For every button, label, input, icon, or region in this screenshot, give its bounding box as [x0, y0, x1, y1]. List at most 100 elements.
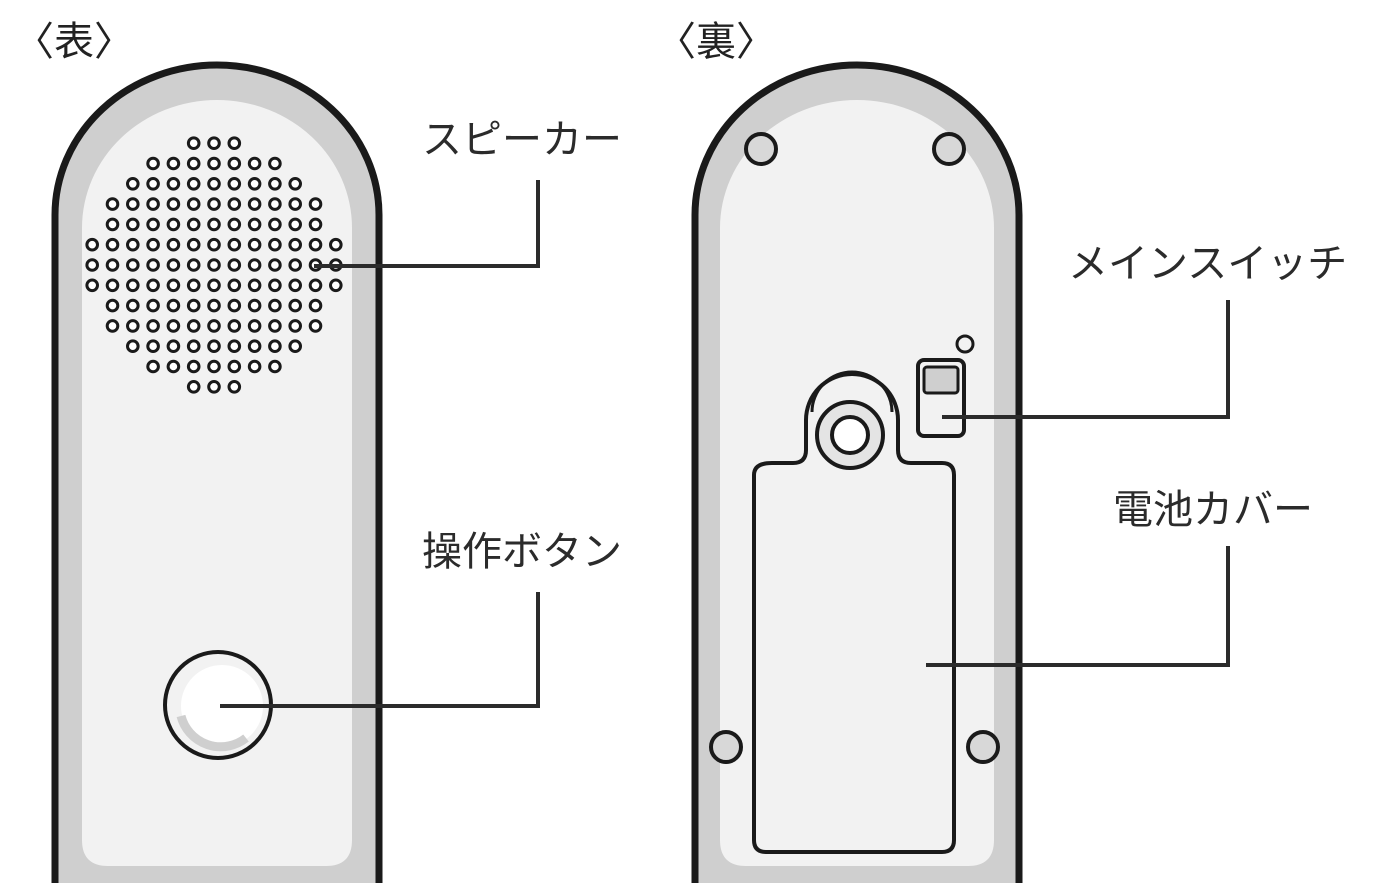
speaker-hole	[146, 359, 160, 374]
speaker-hole	[288, 298, 303, 313]
speaker-hole	[166, 319, 181, 333]
speaker-hole	[329, 237, 343, 252]
mounting-holes	[709, 132, 1000, 764]
speaker-hole	[207, 156, 221, 171]
speaker-hole	[268, 359, 282, 374]
speaker-hole	[146, 217, 160, 232]
speaker-hole	[288, 258, 303, 272]
speaker-hole	[146, 319, 160, 333]
speaker-hole	[186, 298, 201, 313]
speaker-hole	[126, 177, 140, 191]
speaker-hole	[85, 258, 99, 272]
speaker-hole	[166, 258, 181, 272]
speaker-hole	[85, 278, 99, 293]
speaker-hole	[308, 217, 323, 232]
speaker-hole	[105, 197, 120, 211]
speaker-hole	[146, 177, 160, 191]
speaker-hole	[166, 339, 181, 354]
speaker-hole	[186, 339, 201, 354]
main-switch-leader	[942, 300, 1230, 419]
speaker-hole	[186, 217, 201, 232]
speaker-hole	[227, 177, 242, 191]
speaker-hole	[207, 339, 221, 354]
speaker-hole	[308, 278, 323, 293]
speaker-hole	[268, 197, 282, 211]
speaker-grille	[85, 136, 343, 394]
speaker-hole	[105, 298, 120, 313]
speaker-hole	[207, 217, 221, 232]
back-view-title: 〈裏〉	[656, 19, 776, 65]
speaker-hole	[268, 156, 282, 171]
speaker-hole	[308, 197, 323, 211]
speaker-hole	[186, 237, 201, 252]
speaker-hole	[227, 197, 242, 211]
speaker-hole	[166, 177, 181, 191]
speaker-hole	[186, 136, 201, 150]
speaker-hole	[227, 136, 242, 150]
speaker-hole	[207, 197, 221, 211]
battery-cover	[752, 370, 956, 854]
speaker-hole	[166, 359, 181, 374]
speaker-hole	[166, 237, 181, 252]
speaker-hole	[288, 217, 303, 232]
speaker-hole	[329, 278, 343, 293]
speaker-hole	[166, 197, 181, 211]
battery-cover-leader	[926, 546, 1230, 667]
speaker-hole	[166, 217, 181, 232]
operation-button-label: 操作ボタン	[422, 529, 622, 575]
speaker-hole	[186, 197, 201, 211]
speaker-hole	[288, 319, 303, 333]
speaker-hole	[268, 258, 282, 272]
speaker-hole	[308, 319, 323, 333]
speaker-hole	[207, 177, 221, 191]
speaker-hole	[268, 217, 282, 232]
speaker-hole	[207, 319, 221, 333]
speaker-hole	[207, 258, 221, 272]
speaker-hole	[227, 380, 242, 394]
speaker-hole	[268, 319, 282, 333]
speaker-hole	[146, 278, 160, 293]
speaker-hole	[105, 237, 120, 252]
speaker-hole	[268, 237, 282, 252]
speaker-hole	[186, 278, 201, 293]
speaker-hole	[146, 298, 160, 313]
speaker-hole	[288, 197, 303, 211]
speaker-hole	[308, 298, 323, 313]
speaker-hole	[207, 298, 221, 313]
speaker-hole	[105, 258, 120, 272]
speaker-hole	[247, 156, 262, 171]
speaker-hole	[166, 156, 181, 171]
speaker-hole	[247, 258, 262, 272]
speaker-hole	[166, 298, 181, 313]
leader-lines	[220, 180, 1230, 708]
speaker-hole	[227, 217, 242, 232]
speaker-hole	[288, 177, 303, 191]
speaker-hole	[146, 156, 160, 171]
speaker-hole	[126, 237, 140, 252]
speaker-hole	[247, 278, 262, 293]
speaker-hole	[186, 319, 201, 333]
speaker-hole	[186, 380, 201, 394]
speaker-hole	[126, 298, 140, 313]
operation-button-leader	[220, 592, 540, 708]
speaker-hole	[247, 319, 262, 333]
speaker-hole	[126, 319, 140, 333]
speaker-hole	[146, 339, 160, 354]
speaker-hole	[288, 339, 303, 354]
speaker-hole	[247, 177, 262, 191]
speaker-hole	[186, 177, 201, 191]
main-switch-label: メインスイッチ	[1068, 241, 1348, 287]
speaker-hole	[105, 278, 120, 293]
speaker-hole	[227, 237, 242, 252]
speaker-hole	[227, 258, 242, 272]
speaker-hole	[85, 237, 99, 252]
front-view-title: 〈表〉	[14, 19, 134, 65]
front-device-face	[82, 100, 352, 883]
speaker-hole	[268, 278, 282, 293]
main-switch	[916, 334, 975, 438]
speaker-hole	[166, 278, 181, 293]
speaker-hole	[186, 156, 201, 171]
speaker-hole	[227, 298, 242, 313]
speaker-hole	[247, 197, 262, 211]
